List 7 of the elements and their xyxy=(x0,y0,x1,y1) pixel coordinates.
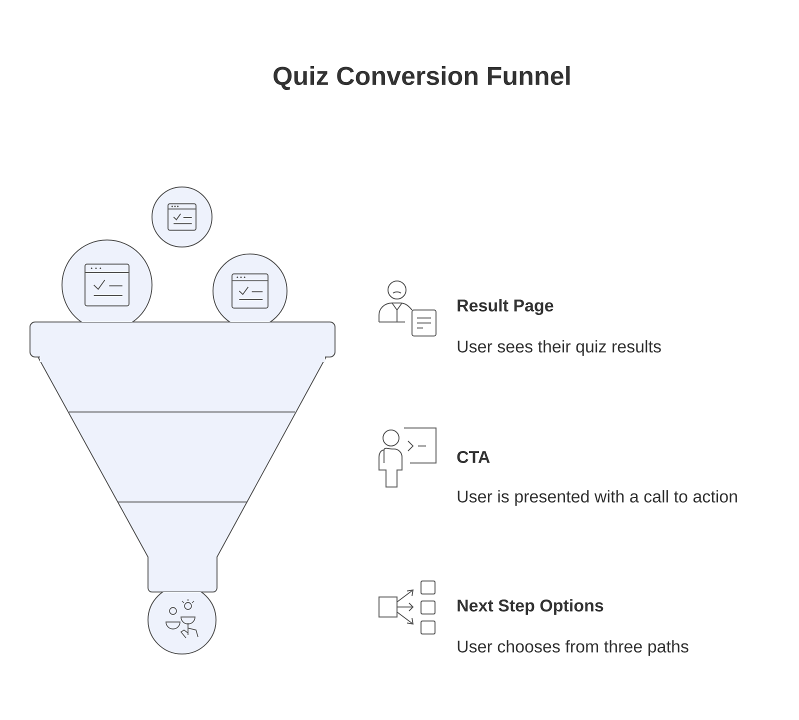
title: Quiz Conversion Funnel xyxy=(274,66,570,90)
heading: Result Page xyxy=(458,299,554,315)
heading: Next Step Options xyxy=(458,599,604,615)
description: User is presented with a call to action xyxy=(458,490,737,506)
description: User chooses from three paths xyxy=(458,640,688,656)
description: User sees their quiz results xyxy=(458,340,661,356)
heading: CTA xyxy=(457,450,490,464)
